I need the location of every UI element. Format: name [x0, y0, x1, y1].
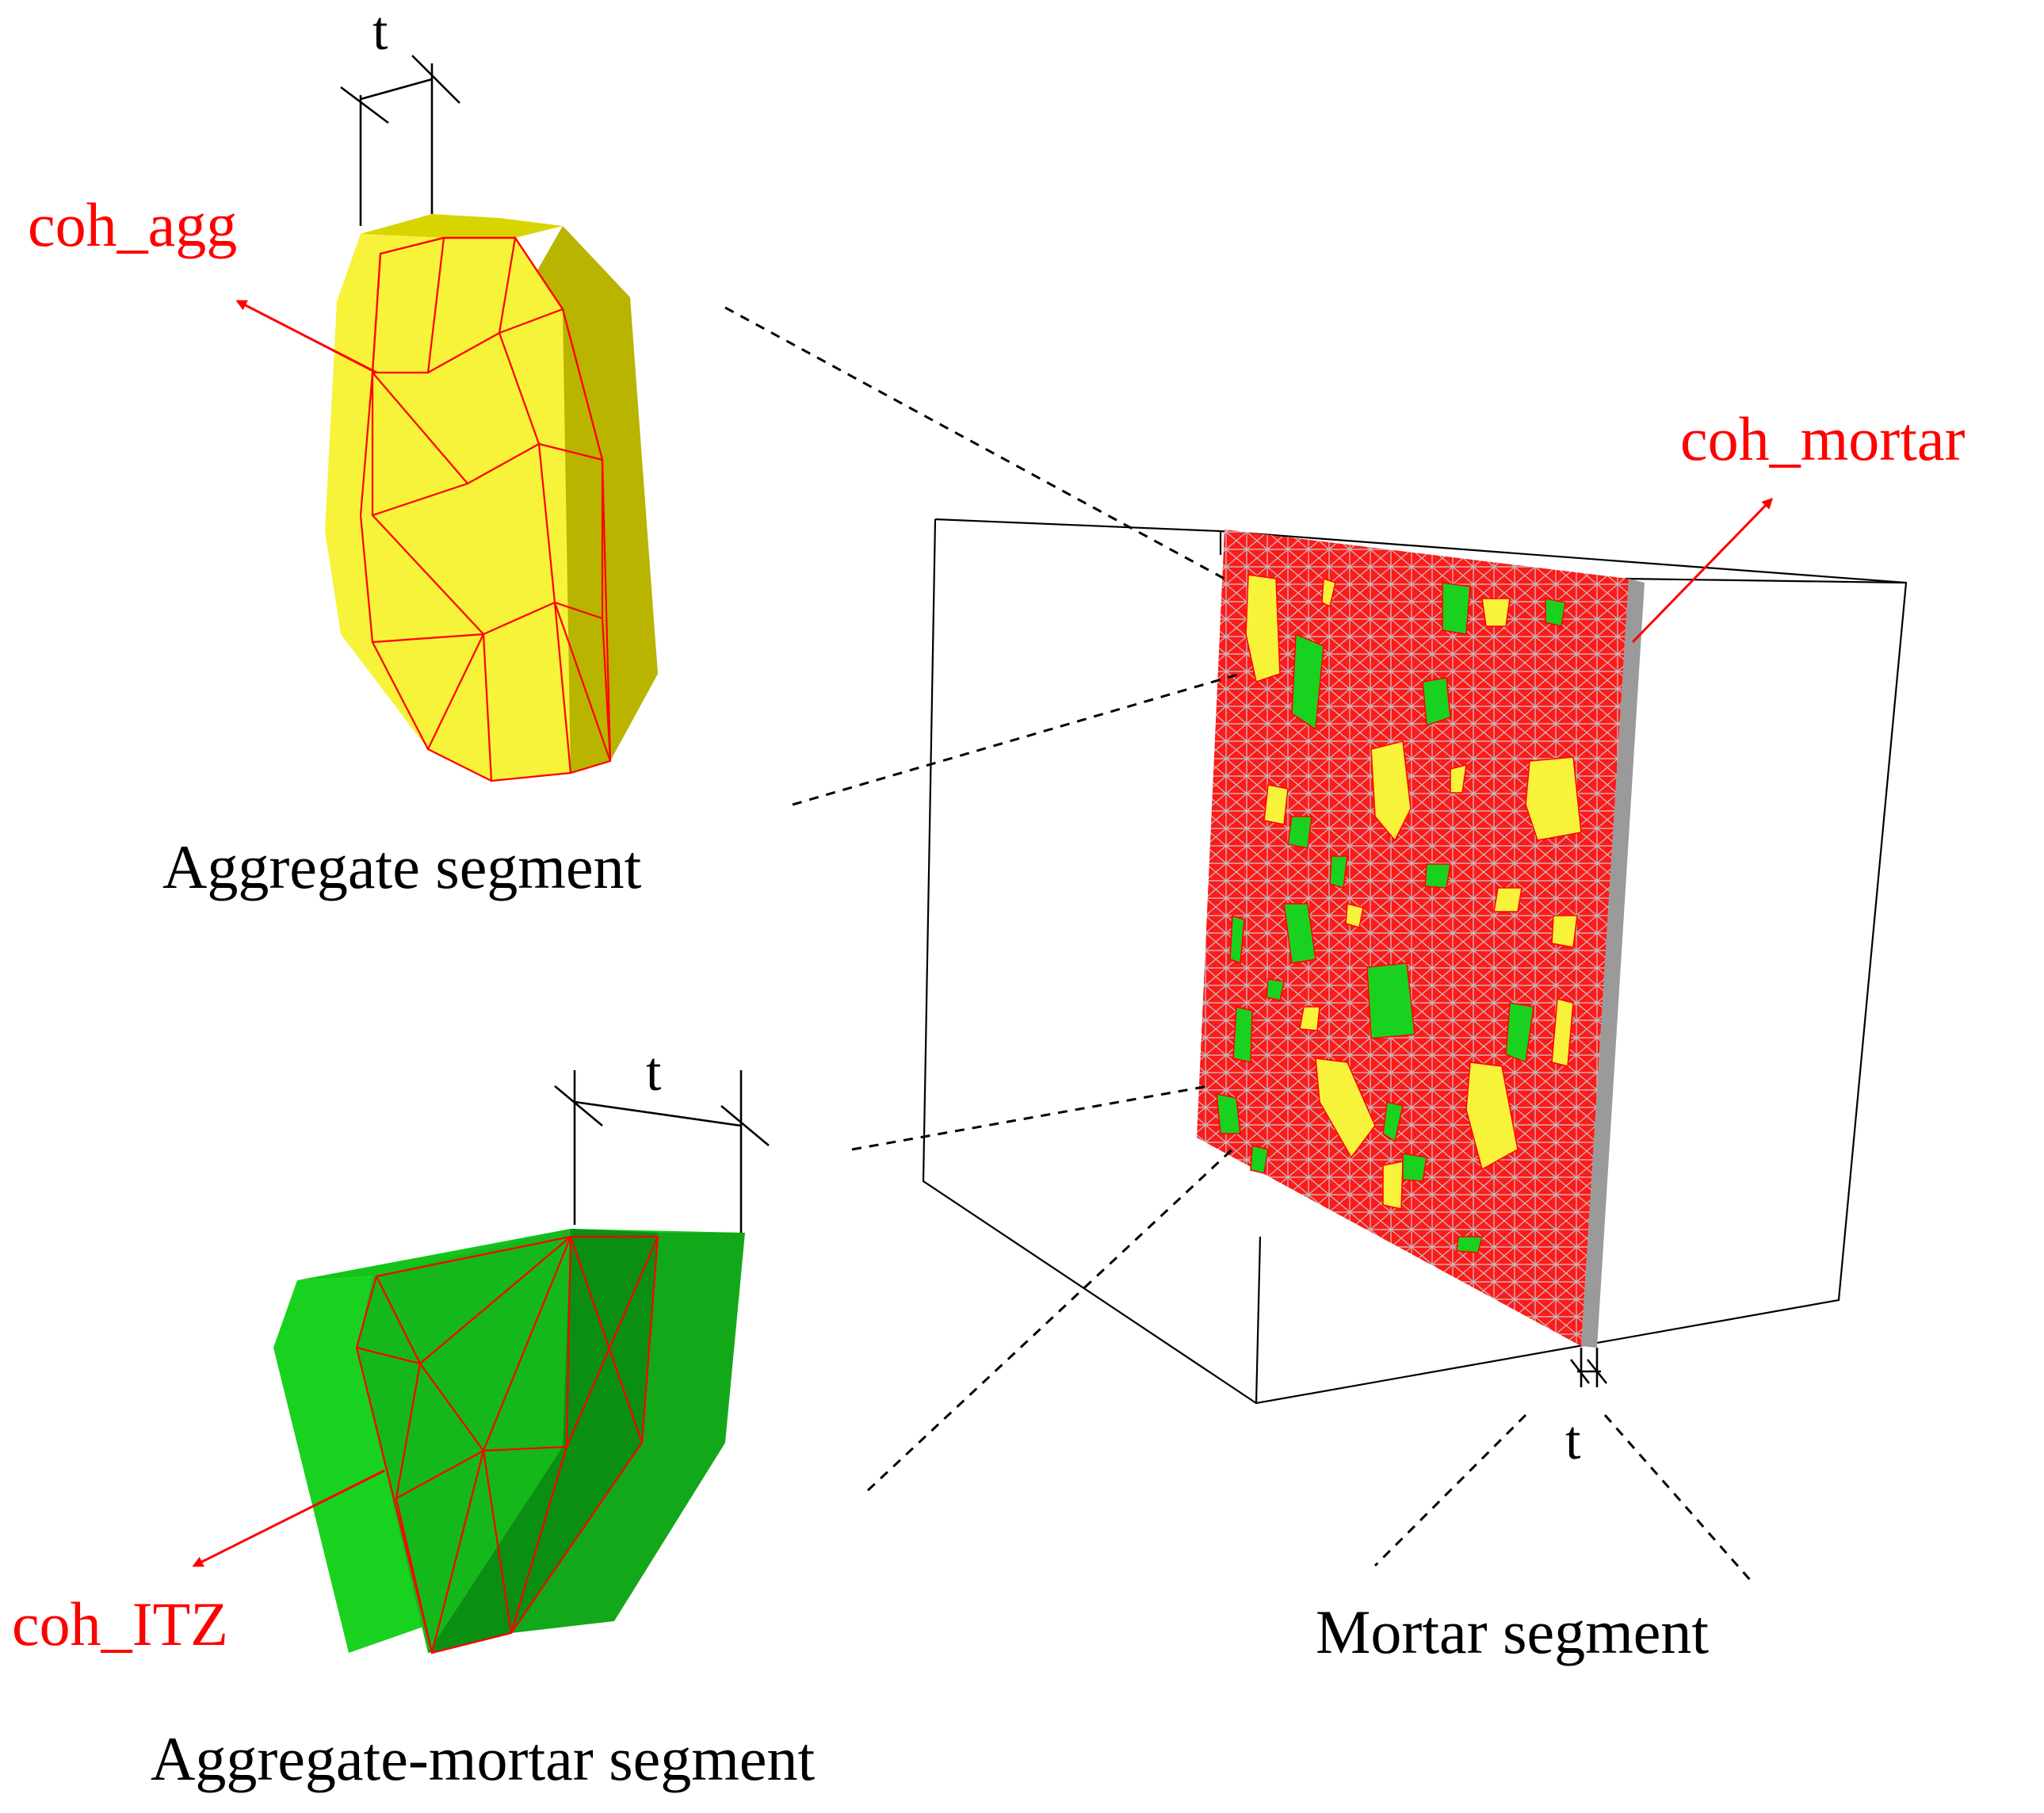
aggregate-mortar-segment-caption: Aggregate-mortar segment: [151, 1724, 815, 1793]
coh-itz-arrow: [192, 1469, 385, 1567]
coh-agg-label: coh_agg: [28, 190, 237, 259]
mortar-thickness-label: t: [1565, 1410, 1581, 1471]
itz-right-face: [511, 1233, 745, 1633]
aggregate-segment-shape: [325, 214, 658, 782]
slice-aggregates-green: [1216, 582, 1566, 1253]
itz-thickness-label: t: [646, 1042, 662, 1103]
coh-agg-arrow: [235, 300, 377, 374]
mortar-segment-caption: Mortar segment: [1316, 1597, 1709, 1666]
aggregate-mesh: [359, 236, 612, 782]
aggregate-thickness-label: t: [373, 1, 388, 62]
aggregate-front-face: [325, 234, 571, 781]
slice-aggregates-yellow: [1245, 574, 1582, 1210]
mortar-slice-front: [1197, 530, 1629, 1346]
itz-left-face: [273, 1276, 428, 1653]
itz-thickness-dimension: t: [554, 1042, 770, 1233]
aggregate-thickness-dimension: t: [340, 1, 460, 226]
coh-mortar-arrow: [1631, 497, 1774, 644]
mortar-slice-side: [1581, 579, 1645, 1348]
leader-lines: [724, 306, 1753, 1582]
aggregate-segment-caption: Aggregate segment: [162, 832, 642, 901]
mortar-thickness-dimension: t: [1565, 1348, 1608, 1471]
aggregate-mortar-segment-shape: [273, 1229, 745, 1654]
coh-itz-label: coh_ITZ: [12, 1589, 228, 1658]
aggregate-top-face: [361, 214, 563, 238]
specimen-cube: [922, 518, 1908, 1405]
itz-mesh: [355, 1235, 659, 1654]
itz-dark-face: [428, 1229, 658, 1653]
mortar-slice: [1197, 530, 1645, 1348]
coh-mortar-label: coh_mortar: [1680, 404, 1966, 473]
